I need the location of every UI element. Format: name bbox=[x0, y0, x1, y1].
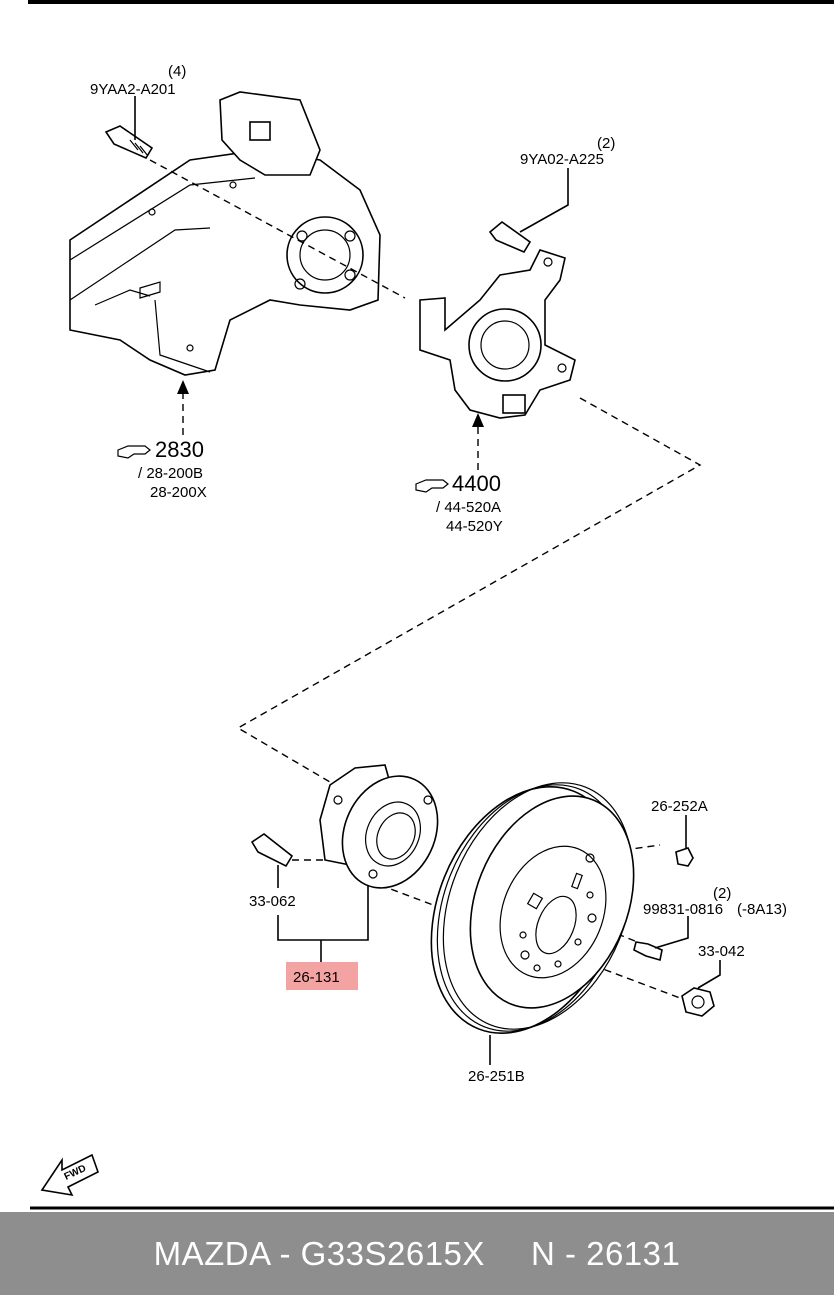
wheel-stud bbox=[633, 941, 663, 962]
brake-disc-drawing bbox=[430, 782, 635, 1034]
parts-diagram: (4) 9YAA2-A201 (2) 9YA02-A225 2830 / 28-… bbox=[28, 0, 834, 1210]
knuckle-bolt-qty-label: (2) bbox=[597, 135, 615, 152]
stud-qty-label: (2) bbox=[713, 885, 731, 902]
bolt-9yaa2 bbox=[104, 125, 154, 160]
stud-note-label: (-8A13) bbox=[737, 901, 787, 918]
bolt-code-label: 9YAA2-A201 bbox=[90, 81, 176, 98]
disc-label: 26-251B bbox=[468, 1068, 525, 1085]
disc-screw-label: 26-252A bbox=[651, 798, 708, 815]
brand-part-number: MAZDA - G33S2615X bbox=[153, 1234, 485, 1272]
knuckle-ref: 4400 bbox=[452, 471, 501, 496]
knuckle-drawing bbox=[419, 249, 576, 419]
disc-screw bbox=[675, 847, 694, 867]
knuckle-sub2: 44-520Y bbox=[446, 518, 503, 535]
crossmember-ref: 2830 bbox=[155, 437, 204, 462]
crossmember-sub1: / 28-200B bbox=[138, 465, 203, 482]
bolt-qty-label: (4) bbox=[168, 63, 186, 80]
reference-number: N - 26131 bbox=[530, 1234, 681, 1272]
knuckle-ref-group: 4400 / 44-520A 44-520Y bbox=[415, 471, 503, 535]
fwd-arrow-icon: FWD bbox=[40, 1153, 99, 1197]
footer-bar: MAZDA - G33S2615X N - 26131 bbox=[0, 1212, 834, 1295]
footer-text: MAZDA - G33S2615X N - 26131 bbox=[154, 1235, 681, 1273]
hub-nut bbox=[681, 987, 715, 1017]
pointing-hand-icon bbox=[415, 479, 449, 493]
highlight-box bbox=[286, 962, 358, 990]
knuckle-sub1: / 44-520A bbox=[436, 499, 501, 516]
bolt-9ya02 bbox=[488, 220, 532, 254]
hub-bolt-label: 33-062 bbox=[249, 893, 296, 910]
pointing-hand-icon bbox=[117, 445, 151, 459]
stud-code-label: 99831-0816 bbox=[643, 901, 723, 918]
hub-bolt bbox=[250, 833, 294, 868]
knuckle-bolt-code-label: 9YA02-A225 bbox=[520, 151, 604, 168]
hub-assembly-drawing bbox=[319, 764, 439, 889]
crossmember-sub2: 28-200X bbox=[150, 484, 207, 501]
hub-assembly-label: 26-131 bbox=[293, 969, 340, 986]
crossmember-ref-group: 2830 / 28-200B 28-200X bbox=[117, 437, 207, 501]
nut-label: 33-042 bbox=[698, 943, 745, 960]
subframe-drawing bbox=[69, 91, 381, 376]
